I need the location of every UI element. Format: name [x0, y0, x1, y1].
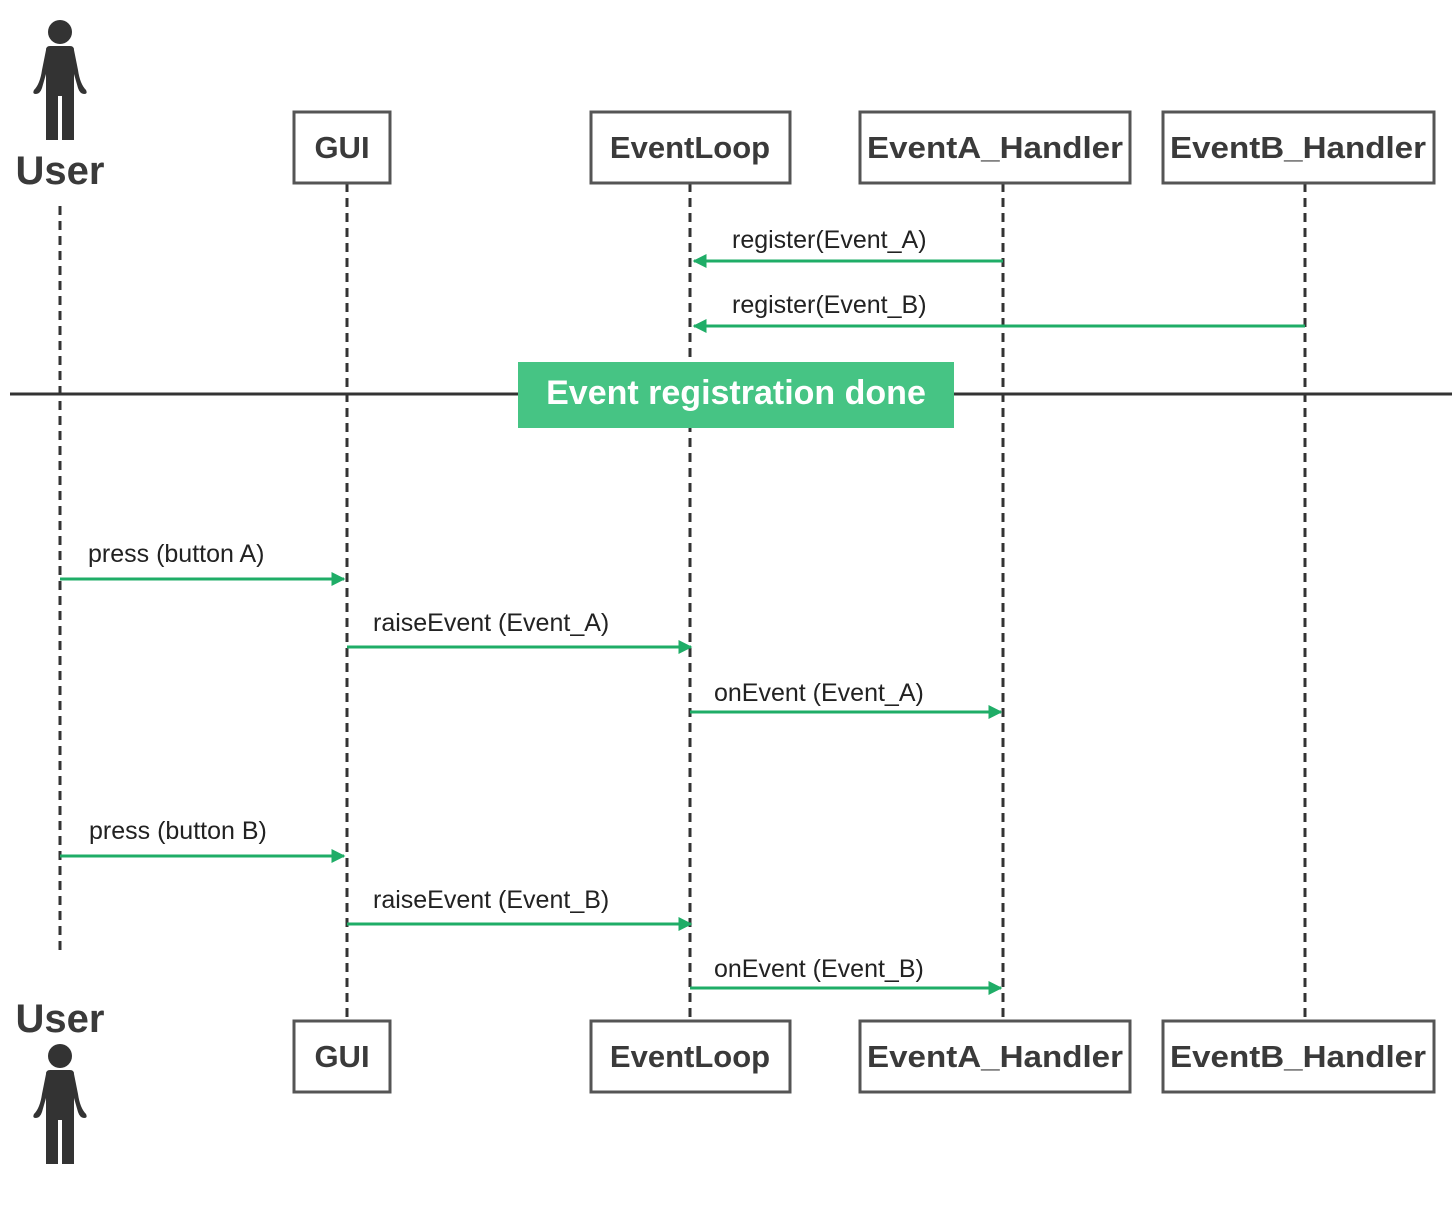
message-on-event-a: onEvent (Event_A) [690, 679, 1003, 719]
message-label: press (button A) [88, 540, 264, 568]
participants-top: GUI EventLoop EventA_Handler EventB_Hand… [292, 110, 1436, 185]
message-label: onEvent (Event_A) [714, 679, 924, 707]
message-label: raiseEvent (Event_B) [373, 886, 609, 914]
separator: Event registration done [10, 362, 1452, 428]
participant-box-eventb-handler: EventB_Handler [1161, 1019, 1436, 1094]
separator-label: Event registration done [546, 374, 926, 412]
message-press-button-b: press (button B) [60, 817, 346, 863]
participant-box-eventloop: EventLoop [589, 110, 792, 185]
participants-bottom: GUI EventLoop EventA_Handler EventB_Hand… [292, 1019, 1436, 1094]
user-icon [33, 20, 87, 140]
separator-label-box [518, 362, 954, 428]
message-label: raiseEvent (Event_A) [373, 609, 609, 637]
actor-bottom: User [16, 997, 105, 1164]
participant-box-gui: GUI [292, 1019, 392, 1094]
message-label: register(Event_B) [732, 291, 927, 319]
message-raise-event-b: raiseEvent (Event_B) [347, 886, 693, 931]
message-press-button-a: press (button A) [60, 540, 346, 586]
participant-label: EventA_Handler [867, 130, 1123, 165]
participant-box-gui: GUI [292, 110, 392, 185]
participant-label: EventA_Handler [867, 1039, 1123, 1074]
participant-label: GUI [314, 130, 369, 165]
message-label: press (button B) [89, 817, 267, 845]
user-icon [33, 1044, 87, 1164]
participant-label: EventLoop [610, 130, 770, 165]
message-register-event-b: register(Event_B) [692, 291, 1305, 333]
participant-label: EventB_Handler [1170, 1039, 1426, 1074]
participant-box-eventa-handler: EventA_Handler [858, 1019, 1132, 1094]
message-label: register(Event_A) [732, 226, 927, 254]
participant-label: EventB_Handler [1170, 130, 1426, 165]
lifelines [58, 183, 1307, 1021]
message-raise-event-a: raiseEvent (Event_A) [347, 609, 693, 654]
participant-label: EventLoop [610, 1039, 770, 1074]
participant-box-eventb-handler: EventB_Handler [1161, 110, 1436, 185]
actor-label-bottom: User [16, 997, 105, 1041]
message-label: onEvent (Event_B) [714, 955, 924, 983]
actor-top: User [16, 20, 105, 193]
actor-label-top: User [16, 149, 105, 193]
participant-label: GUI [314, 1039, 369, 1074]
participant-box-eventloop: EventLoop [589, 1019, 792, 1094]
messages: register(Event_A) register(Event_B) pres… [60, 226, 1305, 995]
message-on-event-b: onEvent (Event_B) [690, 955, 1003, 995]
message-register-event-a: register(Event_A) [692, 226, 1003, 268]
participant-box-eventa-handler: EventA_Handler [858, 110, 1132, 185]
